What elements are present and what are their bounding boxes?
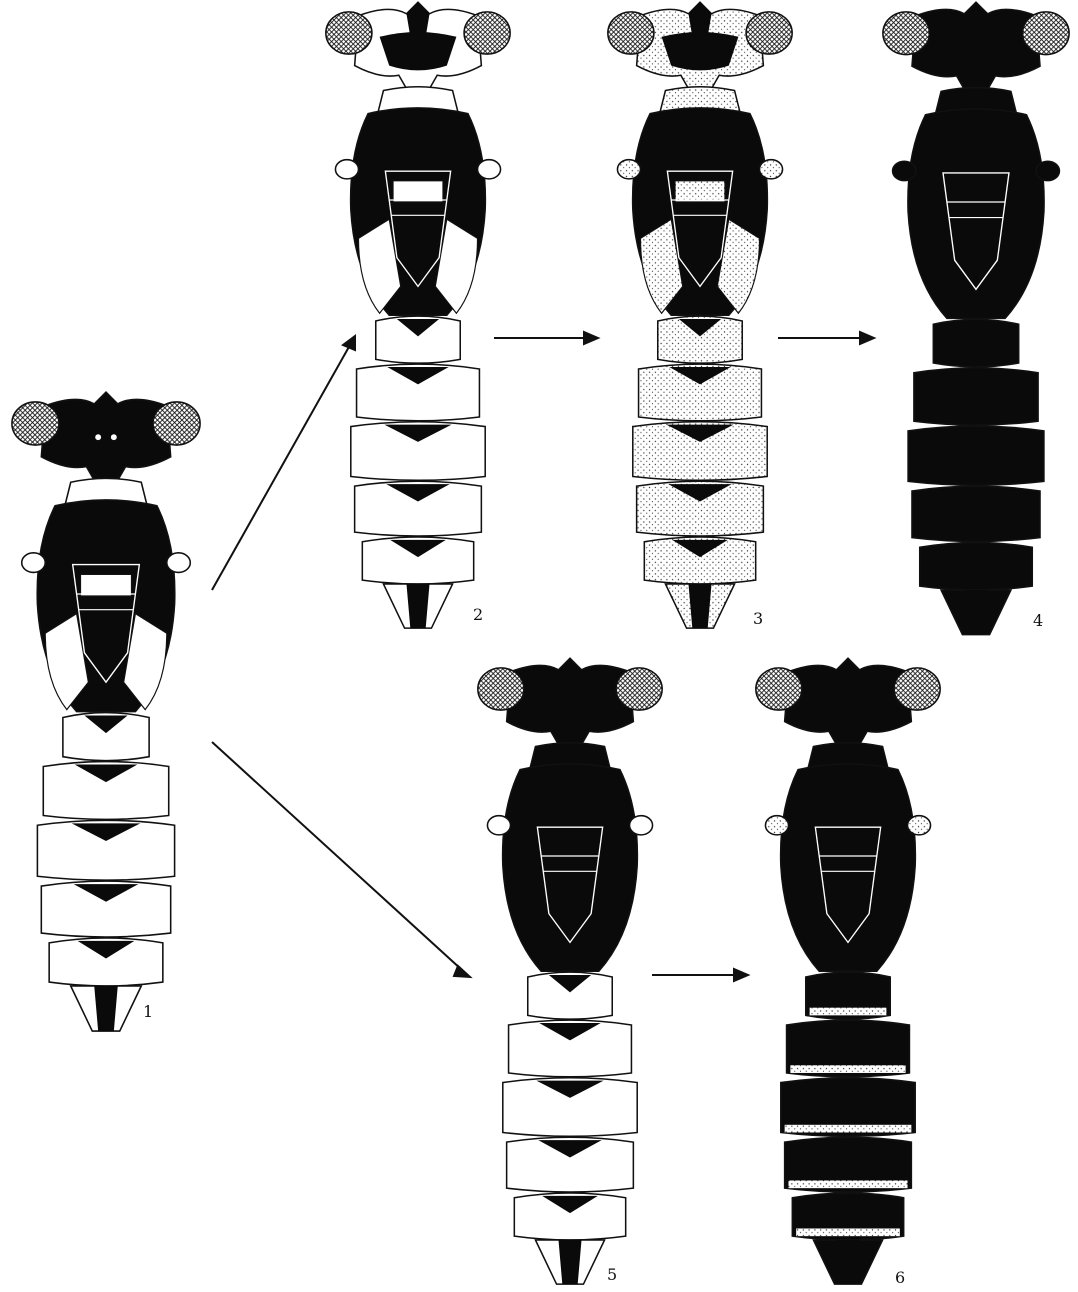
head	[756, 658, 940, 744]
thorax	[22, 500, 191, 712]
abdomen-segment	[908, 426, 1044, 485]
left-eye	[756, 668, 802, 710]
left-eye	[12, 402, 59, 445]
left-eye	[326, 12, 372, 54]
abdomen-segment	[920, 542, 1033, 590]
thorax	[617, 108, 782, 315]
abdomen	[351, 316, 485, 628]
arrow-1-to-5	[212, 742, 470, 977]
wasp-figure-1	[12, 392, 200, 1031]
thorax	[893, 109, 1060, 319]
head	[12, 392, 200, 480]
left-tegula	[765, 816, 788, 835]
abdomen-segment	[912, 486, 1040, 541]
abdomen	[908, 319, 1044, 634]
left-eye	[608, 12, 654, 54]
abdomen	[37, 713, 174, 1031]
right-eye	[616, 668, 662, 710]
abdomen	[633, 316, 767, 628]
right-tegula	[478, 160, 501, 179]
left-tegula	[335, 160, 358, 179]
wasp-figure-4	[883, 2, 1069, 634]
head	[478, 658, 662, 744]
right-tegula	[908, 816, 931, 835]
wasp-figure-2	[326, 2, 510, 628]
figure-number-4: 4	[1033, 611, 1043, 630]
figure-number-1: 1	[143, 1002, 153, 1021]
right-eye	[464, 12, 510, 54]
abdomen	[781, 972, 915, 1284]
figure-number-5: 5	[607, 1265, 617, 1284]
abdomen-segment	[933, 319, 1018, 367]
arrow-3-to-4	[778, 332, 874, 344]
left-tegula	[893, 161, 916, 180]
head	[326, 2, 510, 88]
figure-number-3: 3	[753, 609, 763, 628]
right-tegula	[630, 816, 653, 835]
right-eye	[746, 12, 792, 54]
head	[608, 2, 792, 88]
thorax	[487, 764, 652, 971]
left-eye	[883, 12, 930, 55]
figure-number-2: 2	[473, 605, 483, 624]
left-tegula	[617, 160, 640, 179]
right-eye	[1023, 12, 1070, 55]
right-tegula	[1036, 161, 1059, 180]
thorax	[765, 764, 930, 971]
figure-number-6: 6	[895, 1268, 905, 1287]
right-tegula	[167, 553, 191, 573]
right-eye	[153, 402, 200, 445]
thorax	[335, 108, 500, 315]
arrow-1-to-2	[212, 336, 355, 590]
right-tegula	[760, 160, 783, 179]
right-eye	[894, 668, 940, 710]
abdomen	[503, 972, 637, 1284]
left-tegula	[22, 553, 46, 573]
wasp-figure-5	[478, 658, 662, 1284]
wasp-figure-3	[608, 2, 792, 628]
wasp-figure-6	[756, 658, 940, 1284]
head	[883, 2, 1069, 89]
arrow-2-to-3	[494, 332, 598, 344]
abdomen-segment	[914, 368, 1038, 425]
left-tegula	[487, 816, 510, 835]
arrow-5-to-6	[652, 969, 748, 981]
left-eye	[478, 668, 524, 710]
